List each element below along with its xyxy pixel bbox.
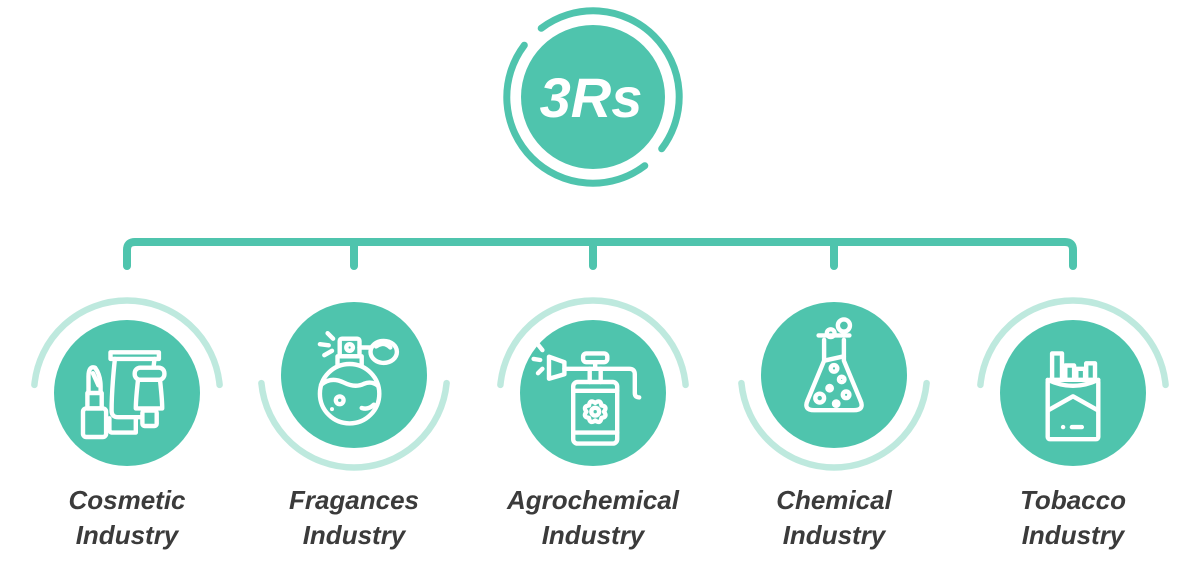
industry-node-tobacco xyxy=(977,297,1169,466)
node-circle xyxy=(54,320,200,466)
label-line: Tobacco xyxy=(1020,485,1126,515)
three-rs-label: 3Rs xyxy=(540,66,643,129)
erlenmeyer-flask-icon xyxy=(804,317,864,413)
tree-connector-line xyxy=(123,238,1077,270)
decorative-arc xyxy=(31,297,223,389)
label-line: Agrochemical xyxy=(507,485,679,515)
label-line: Industry xyxy=(1021,520,1125,550)
label-line: Industry xyxy=(541,520,645,550)
label-line: Chemical xyxy=(776,485,892,515)
cigarette-pack-icon xyxy=(1045,351,1101,442)
node-circle xyxy=(761,302,907,448)
industry-node-fragances xyxy=(258,302,450,471)
industry-node-agrochemical xyxy=(497,297,689,466)
decorative-arc xyxy=(738,379,930,471)
decorative-arc xyxy=(497,297,689,389)
industry-label-cosmetic: Cosmetic Industry xyxy=(7,483,247,553)
pressure-sprayer-icon xyxy=(531,342,642,446)
label-line: Industry xyxy=(75,520,179,550)
decorative-arc xyxy=(258,379,450,471)
label-line: Fragances xyxy=(288,485,420,515)
perfume-atomizer-icon xyxy=(317,330,400,426)
decorative-arc xyxy=(977,297,1169,389)
industry-node-chemical xyxy=(738,302,930,471)
industry-label-tobacco: Tobacco Industry xyxy=(953,483,1193,553)
badge-broken-ring xyxy=(503,7,683,187)
label-line: Cosmetic xyxy=(68,485,186,515)
badge-circle xyxy=(521,25,665,169)
industry-label-agrochemical: Agrochemical Industry xyxy=(473,483,713,553)
label-line: Industry xyxy=(302,520,406,550)
industry-label-chemical: Chemical Industry xyxy=(714,483,954,553)
industry-label-fragances: Fragances Industry xyxy=(234,483,474,553)
three-rs-badge: 3Rs xyxy=(503,7,683,187)
lipstick-and-cream-tubes-icon xyxy=(80,350,167,440)
label-line: Industry xyxy=(782,520,886,550)
industry-node-cosmetic xyxy=(31,297,223,466)
